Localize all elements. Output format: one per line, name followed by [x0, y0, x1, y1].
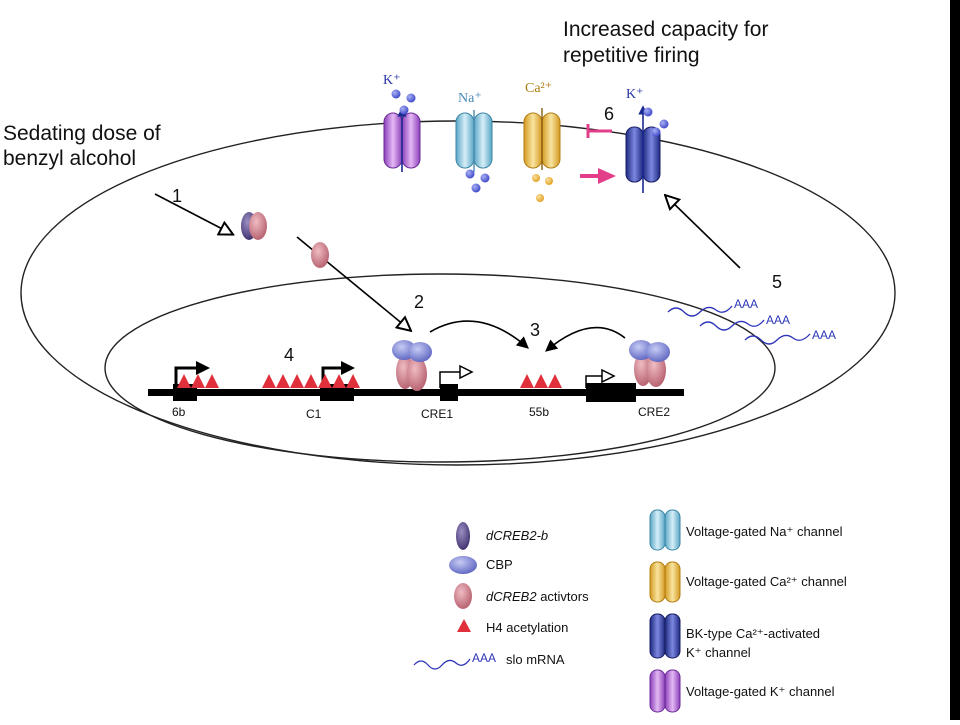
legend-activators-italic: dCREB2 [486, 589, 537, 604]
nucleus-membrane [104, 273, 776, 463]
step-1-label: 1 [172, 186, 183, 206]
legend-activator-swatch [454, 583, 472, 609]
ca-ion-label: Ca²⁺ [525, 81, 553, 96]
arrow-step-5 [666, 196, 741, 269]
legend-k-swatch [649, 669, 681, 713]
k-channel-left [383, 107, 421, 172]
legend-bk-label-2: K⁺ channel [686, 645, 751, 660]
legend-dcreb2b-label: dCREB2-b [486, 528, 549, 543]
k-ion-label-right: K⁺ [626, 87, 644, 102]
promoter-arrowheads [196, 361, 355, 375]
dcreb2-activator-free [311, 242, 329, 268]
legend-dcreb2b-swatch [456, 522, 470, 550]
right-edge-bar [950, 0, 960, 720]
outcome-title-line2: repetitive firing [563, 44, 700, 67]
legend-activators-label: dCREB2 activtors [486, 589, 589, 604]
gene-label-55b: 55b [529, 405, 550, 419]
arrow-step-1 [154, 193, 232, 234]
bk-channel [625, 105, 661, 193]
legend-cbp-label: CBP [486, 557, 513, 572]
step-3-label: 3 [530, 320, 541, 340]
legend-bk-swatch [649, 613, 681, 659]
h4-acetylation-marks [177, 374, 562, 388]
legend-h4-swatch [457, 619, 471, 632]
legend-cbp-swatch [449, 556, 477, 574]
legend-slo-swatch [413, 658, 471, 670]
legend-slo-label: slo mRNA [506, 652, 565, 667]
activation-arrow [580, 168, 616, 184]
legend-na-swatch [649, 509, 681, 551]
stimulus-line2: benzyl alcohol [3, 147, 137, 170]
legend-ca-label: Voltage-gated Ca²⁺ channel [686, 574, 847, 589]
dcreb2-complex-cytoplasm [241, 212, 267, 240]
legend-bk-label-1: BK-type Ca²⁺-activated [686, 626, 821, 641]
legend-slo-tail: AAA [472, 651, 497, 665]
complex-cre2 [629, 340, 670, 387]
step-2-label: 2 [414, 292, 425, 312]
legend-h4-label: H4 acetylation [486, 620, 569, 635]
k-ion-label-left: K⁺ [383, 73, 401, 88]
dna-strand [148, 383, 684, 402]
cell-membrane [20, 120, 896, 466]
step-6-label: 6 [604, 104, 615, 124]
k-ions-right [643, 107, 669, 137]
step-5-label: 5 [772, 272, 783, 292]
arrow-step-3-right [545, 326, 626, 352]
k-ions-left [391, 89, 416, 115]
mrna-tail-3: AAA [812, 328, 837, 342]
promoter-arrows-open [439, 364, 616, 388]
complex-cre1 [392, 340, 432, 391]
inhibition-mark [586, 124, 612, 138]
legend-activators-rest: activtors [536, 589, 589, 604]
slo-mrna-strands [667, 305, 811, 345]
ca-channel [523, 108, 561, 170]
mrna-tail-2: AAA [766, 313, 791, 327]
na-channel [455, 110, 493, 172]
gene-label-c1: C1 [306, 407, 322, 421]
step-4-label: 4 [284, 345, 295, 365]
gene-label-cre1: CRE1 [421, 407, 454, 421]
legend-k-label: Voltage-gated K⁺ channel [686, 684, 835, 699]
ca-ions [532, 174, 553, 202]
outcome-title-line1: Increased capacity for [563, 18, 769, 41]
stimulus-line1: Sedating dose of [3, 122, 161, 145]
na-ions [465, 169, 490, 193]
na-ion-label: Na⁺ [458, 91, 482, 106]
arrow-step-3-left [429, 320, 529, 349]
gene-label-cre2: CRE2 [638, 405, 671, 419]
mrna-tail-1: AAA [734, 297, 759, 311]
legend-na-label: Voltage-gated Na⁺ channel [686, 524, 843, 539]
gene-label-6b: 6b [172, 405, 186, 419]
legend-ca-swatch [649, 561, 681, 603]
